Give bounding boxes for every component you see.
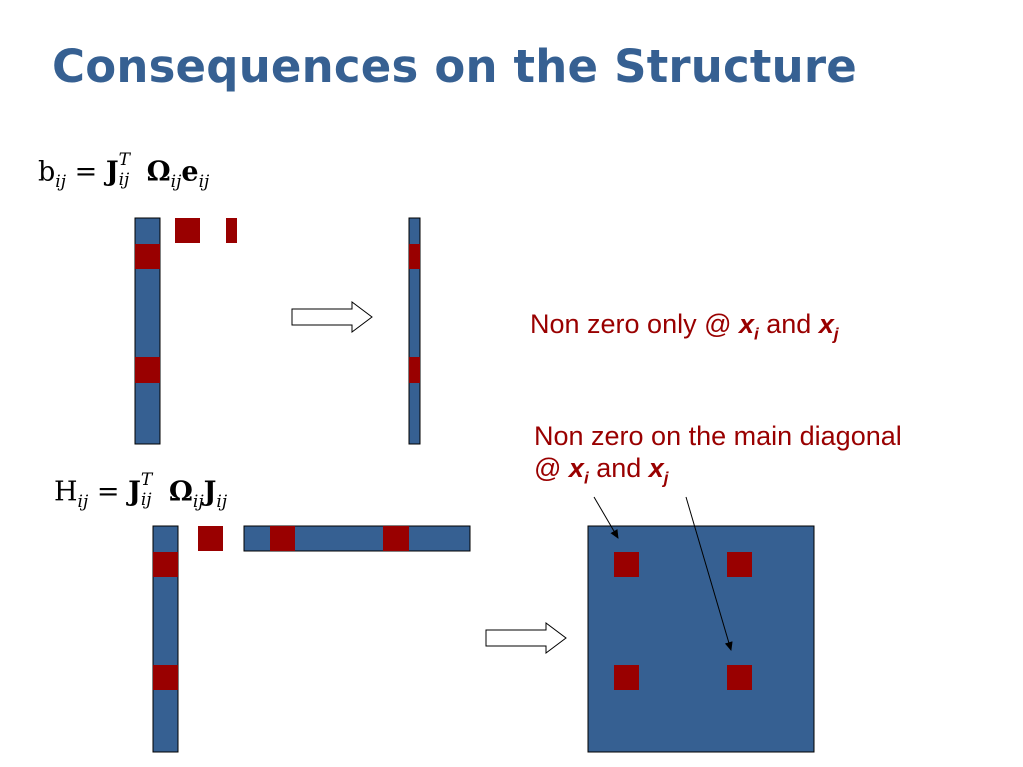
right-arrow-icon-2 [485,622,567,654]
jacobian-row [243,525,471,552]
note-matrix-diagonal: Non zero on the main diagonal @ xi and x… [534,420,902,489]
hessian-matrix [587,525,815,753]
note-vector-xj: x [818,309,834,339]
note-vector-xj-sub: j [833,324,839,344]
omega-block-h [198,526,223,551]
error-block [226,218,237,243]
eq-b-jacobian: J [105,156,119,188]
j-block-xi [270,526,295,551]
jacobian-block-xj [135,357,160,383]
eq-b-jacobian-sub: ij [118,170,130,190]
b-block-xi [409,244,420,269]
note-vector-and: and [758,309,819,339]
eq-b-equals: = [74,156,98,188]
eq-h-omega: Ω [168,476,193,508]
b-vector-result [408,217,421,445]
h-block-ji [614,665,639,690]
h-block-ij [727,552,752,577]
note-matrix-line1: Non zero on the main diagonal [534,421,902,451]
eq-h-jacobian-2: J [203,476,217,508]
omega-block [175,218,200,243]
eq-b-omega-sub: ij [170,171,182,192]
note-matrix-at: @ [534,453,569,484]
jacobian-block-xi [135,244,160,269]
jacobian-transpose-column-h [152,525,179,753]
h-block-ii [614,552,639,577]
jt-block-xj [153,665,178,690]
note-vector-text: Non zero only @ [530,309,739,339]
eq-h-jacobian-sub: ij [140,490,152,510]
eq-h-omega-sub: ij [192,491,204,512]
right-arrow-icon [291,301,373,333]
note-matrix-xi-sub: i [583,468,589,488]
eq-h-jacobian-2-sub: ij [216,491,228,512]
note-matrix-xi: x [568,453,584,484]
note-matrix-and: and [588,453,649,484]
eq-b-error-sub: ij [198,171,210,192]
eq-b-omega: Ω [146,156,171,188]
eq-b-error: e [181,156,199,188]
eq-h-jacobian-sup: T [140,470,153,490]
note-vector-xi: x [739,309,755,339]
b-block-xj [409,357,420,383]
eq-b-jacobian-sup: T [118,150,130,170]
eq-b-lhs-sub: ij [55,171,67,192]
pointer-arrow-xj [685,496,733,651]
eq-h-equals: = [96,476,120,508]
jacobian-transpose-column [134,217,161,445]
eq-h-lhs-sub: ij [77,491,89,512]
pointer-arrow-xi [593,496,619,539]
j-block-xj [383,526,409,551]
note-vector-nonzero: Non zero only @ xi and xj [530,308,839,345]
note-vector-xi-sub: i [754,324,759,344]
slide-title: Consequences on the Structure [52,40,857,93]
jt-block-xi [153,552,178,577]
note-matrix-xj-sub: j [663,468,669,488]
note-matrix-xj: x [648,453,664,484]
eq-b-lhs: b [38,156,56,188]
h-block-jj [727,665,752,690]
note-matrix-line2: @ xi and xj [534,452,902,489]
eq-h-lhs: H [54,476,78,508]
eq-h-jacobian: J [128,476,141,508]
